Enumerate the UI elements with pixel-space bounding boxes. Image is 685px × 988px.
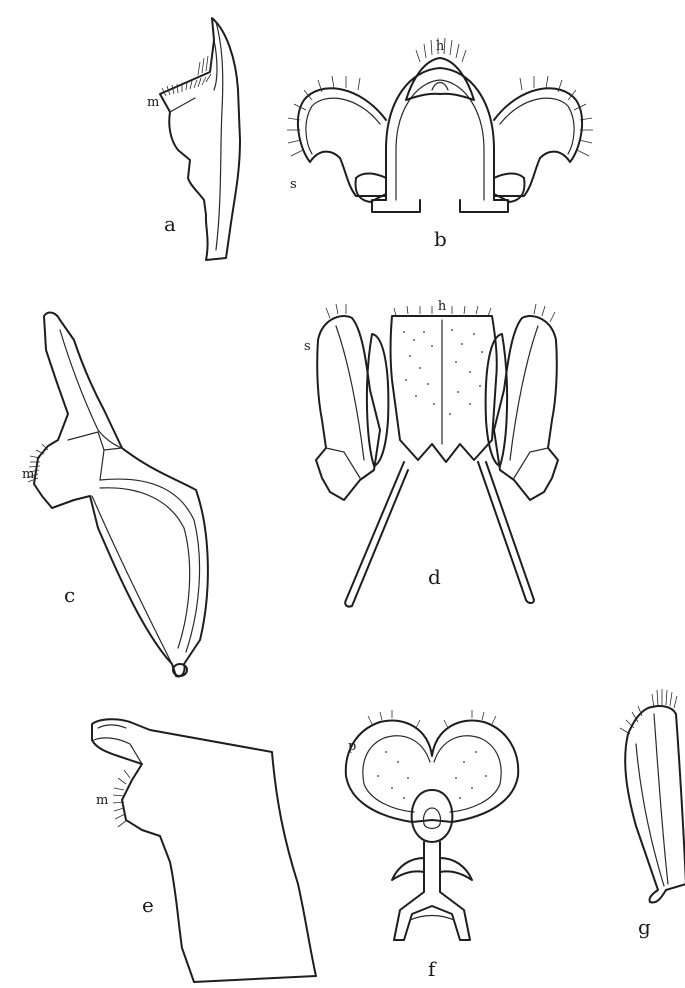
figure-d-s-label: s bbox=[304, 339, 311, 354]
figure-c-label: c bbox=[64, 583, 75, 607]
figure-f-label: f bbox=[428, 957, 437, 981]
figure-b-frontal-view: h s b bbox=[287, 38, 593, 251]
figure-d-dorsal-view: h s d bbox=[304, 299, 558, 607]
figure-f-palp-stipple bbox=[377, 751, 487, 799]
figure-a-m-label: m bbox=[147, 95, 159, 110]
figure-a-mandible: m a bbox=[147, 18, 240, 260]
figure-f-labium: p f bbox=[346, 710, 518, 981]
figure-e-mandible: m e bbox=[92, 719, 316, 982]
figure-c-mandible: m c bbox=[22, 313, 208, 677]
figure-c-m-label: m bbox=[22, 467, 34, 482]
figure-e-label: e bbox=[142, 893, 154, 917]
figure-b-h-label: h bbox=[436, 39, 445, 54]
figure-g-maxilla: g bbox=[620, 689, 685, 939]
figure-a-label: a bbox=[164, 212, 176, 236]
figure-g-label: g bbox=[638, 915, 651, 939]
figure-g-apical-brush bbox=[620, 689, 677, 734]
figure-e-m-label: m bbox=[96, 793, 108, 808]
figure-d-plate-stipple bbox=[403, 329, 483, 415]
figure-d-label: d bbox=[428, 565, 441, 589]
figure-b-label: b bbox=[434, 227, 447, 251]
figure-d-h-label: h bbox=[438, 299, 447, 314]
figure-f-p-label: p bbox=[348, 739, 356, 754]
figure-b-s-label: s bbox=[290, 177, 297, 192]
figure-f-fringe-hairs bbox=[368, 710, 496, 728]
figure-e-molar-brush bbox=[113, 770, 130, 827]
